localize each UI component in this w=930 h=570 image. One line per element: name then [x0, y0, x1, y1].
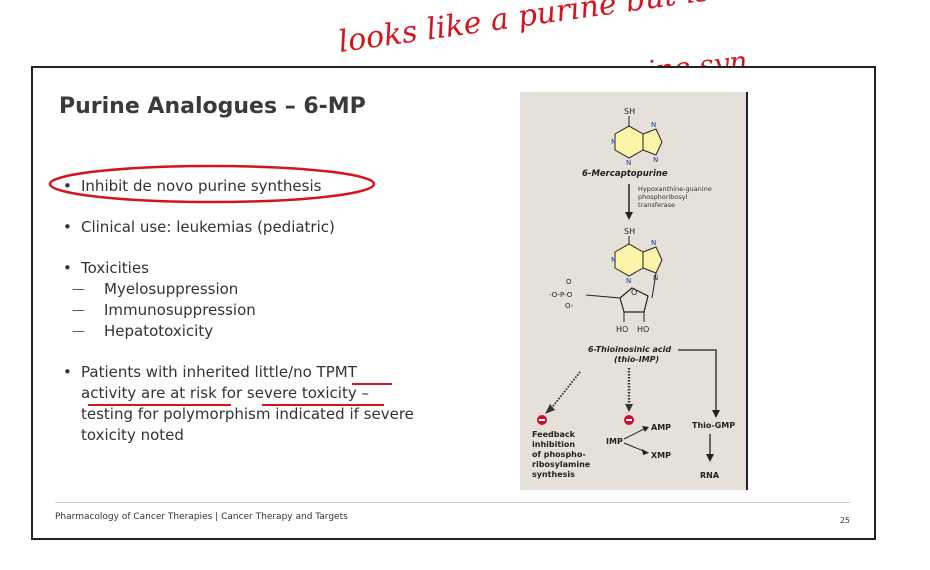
purine-ring-top-hex — [614, 125, 644, 159]
ribose-ring — [619, 287, 649, 313]
svg-text:N: N — [653, 156, 658, 164]
svg-text:N: N — [611, 256, 616, 264]
ho-left: HO — [616, 325, 628, 334]
sh-label-top: SH — [624, 107, 635, 116]
sub-hepatotoxicity: Hepatotoxicity — [59, 321, 489, 342]
phosphate-middle: -O-P-O — [549, 291, 573, 299]
svg-text:N: N — [651, 239, 656, 247]
feedback-line-1: Feedback — [532, 430, 576, 439]
product-name: 6-Thioinosinic acid — [588, 345, 671, 354]
bullet-inhibit: Inhibit de novo purine synthesis — [59, 176, 489, 197]
bullet-toxicities: Toxicities — [59, 258, 489, 279]
bullet-clinical-use: Clinical use: leukemias (pediatric) — [59, 217, 489, 238]
feedback-line-4: ribosylamine — [532, 460, 591, 469]
enzyme-line-1: Hypoxanthine-guanine — [638, 185, 712, 193]
footer-divider — [55, 502, 850, 503]
footer-text: Pharmacology of Cancer Therapies | Cance… — [55, 512, 348, 522]
drug-name: 6-Mercaptopurine — [582, 169, 668, 179]
tpmt-line-4: toxicity noted — [81, 426, 184, 444]
purine-ring-mid-hex — [614, 243, 644, 277]
sub-immunosuppression: Immunosuppression — [59, 300, 489, 321]
page-number: 25 — [839, 516, 850, 525]
amp-label: AMP — [651, 423, 671, 432]
handwritten-note-line1: looks like a purine but isn't — [336, 0, 752, 60]
product-abbrev: (thio-IMP) — [614, 355, 659, 364]
tpmt-line-1: Patients with inherited little/no TPMT — [81, 363, 357, 381]
bullet-tpmt: Patients with inherited little/no TPMT a… — [59, 362, 489, 446]
svg-text:N: N — [651, 121, 656, 129]
bullet-list: Inhibit de novo purine synthesis Clinica… — [59, 176, 489, 446]
sh-label-mid: SH — [624, 227, 635, 236]
enzyme-line-3: transferase — [638, 201, 675, 209]
purine-ring-mid-pent — [642, 246, 663, 274]
sub-myelosuppression: Myelosuppression — [59, 279, 489, 300]
enzyme-line-2: phosphoribosyl — [638, 193, 688, 201]
ho-right: HO — [637, 325, 649, 334]
feedback-line-2: inhibition — [532, 440, 575, 449]
svg-text:N: N — [611, 138, 616, 146]
svg-text:N: N — [626, 159, 631, 167]
thio-gmp-label: Thio-GMP — [692, 421, 735, 430]
ribose-o: O — [631, 288, 637, 297]
metabolism-figure: SH N N N N 6-Mercaptopurine Hypoxanthine… — [520, 92, 748, 490]
feedback-line-5: synthesis — [532, 470, 575, 479]
svg-text:N: N — [626, 277, 631, 285]
imp-label: IMP — [606, 437, 623, 446]
feedback-line-3: of phospho- — [532, 450, 586, 459]
tpmt-line-2: activity are at risk for severe toxicity… — [81, 384, 369, 402]
xmp-label: XMP — [651, 451, 671, 460]
phosphate-bottom: O- — [565, 302, 574, 310]
phosphate-top: O — [566, 278, 572, 286]
tpmt-line-3: testing for polymorphism indicated if se… — [81, 405, 414, 423]
slide-title: Purine Analogues – 6-MP — [59, 94, 366, 119]
rna-label: RNA — [700, 471, 720, 480]
purine-ring-top-pent — [642, 128, 663, 156]
slide: Purine Analogues – 6-MP Inhibit de novo … — [31, 66, 876, 540]
